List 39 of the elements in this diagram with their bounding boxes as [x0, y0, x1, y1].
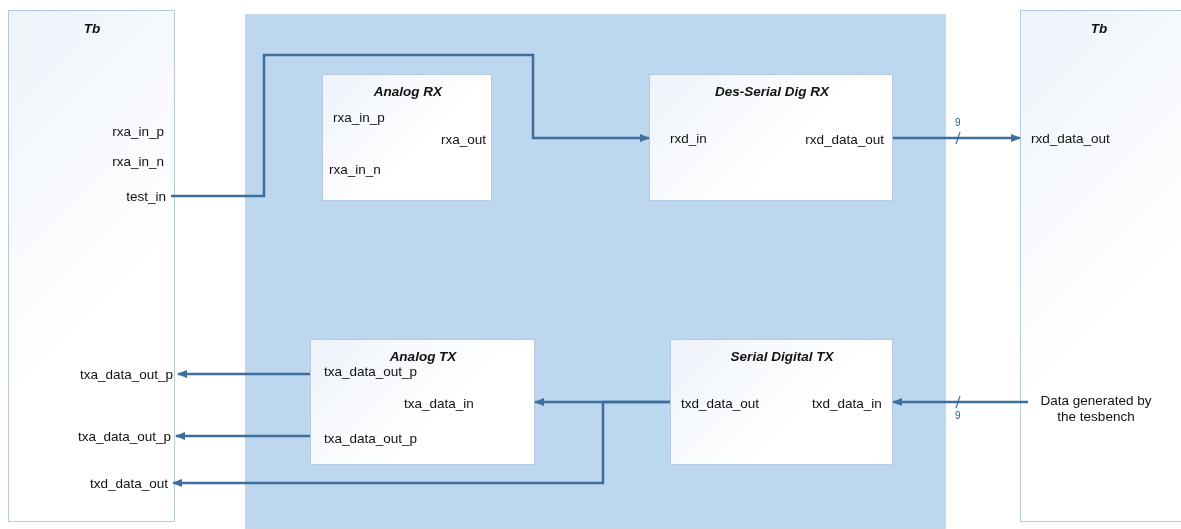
port-label: txa_data_out_p: [324, 431, 418, 447]
edge-label: 9: [955, 117, 961, 128]
module-block: [322, 74, 492, 201]
module-block: [310, 339, 535, 465]
port-label: txd_data_in: [812, 396, 882, 412]
port-label: test_in: [101, 189, 166, 205]
arrow: [171, 53, 650, 198]
block-title: Des-Serial Dig RX: [713, 84, 831, 100]
module-block: [670, 339, 893, 465]
port-label: txa_data_out_p: [21, 367, 173, 383]
port-label: rxa_in_p: [333, 110, 385, 126]
port-label: rxa_out: [440, 132, 486, 148]
port-label: rxd_in: [670, 131, 707, 147]
testbench-block: [1020, 10, 1181, 522]
arrow: [172, 400, 670, 487]
port-label: rxd_data_out: [805, 132, 884, 148]
arrow: [175, 432, 310, 440]
block-title: Tb: [82, 21, 102, 37]
arrow: [892, 398, 1028, 406]
arrow: [177, 370, 310, 378]
block-title: Analog RX: [372, 84, 444, 100]
note-text: Data generated by the tesbench: [1033, 393, 1159, 425]
port-label: txa_data_in: [404, 396, 474, 412]
port-label: rxa_in_p: [112, 124, 164, 140]
port-label: txd_data_out: [41, 476, 168, 492]
port-label: txd_data_out: [681, 396, 760, 412]
block-title: Tb: [1089, 21, 1109, 37]
design-block: [245, 14, 946, 529]
module-block: [649, 74, 893, 201]
port-label: rxa_in_n: [112, 154, 164, 170]
port-label: txa_data_out_p: [21, 429, 171, 445]
edge-label: 9: [955, 410, 961, 421]
block-title: Serial Digital TX: [729, 349, 835, 365]
testbench-block: [8, 10, 175, 522]
block-title: Analog TX: [388, 349, 458, 365]
port-label: txa_data_out_p: [324, 364, 418, 380]
port-label: rxd_data_out: [1031, 131, 1110, 147]
port-label: rxa_in_n: [329, 162, 381, 178]
arrow: [893, 134, 1021, 142]
